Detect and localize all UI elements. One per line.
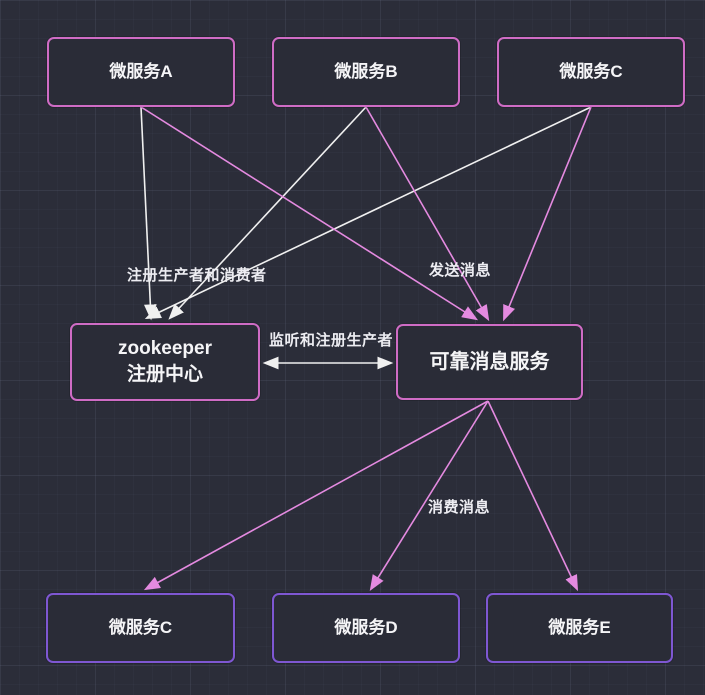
- node-zookeeper[interactable]: zookeeper 注册中心: [70, 323, 260, 401]
- node-svc-d[interactable]: 微服务D: [272, 593, 460, 663]
- label-consume: 消费消息: [428, 499, 491, 516]
- node-svc-c-bottom[interactable]: 微服务C: [46, 593, 235, 663]
- node-svc-c-top[interactable]: 微服务C: [497, 37, 685, 107]
- node-svc-a[interactable]: 微服务A: [47, 37, 235, 107]
- label-register: 注册生产者和消费者: [127, 267, 267, 284]
- node-reliable-msg[interactable]: 可靠消息服务: [396, 324, 583, 400]
- edge-svc-c-to-zookeeper[interactable]: [144, 106, 592, 320]
- edge-reliable-to-svc-d[interactable]: [369, 400, 489, 592]
- label-listen: 监听和注册生产者: [269, 332, 394, 349]
- edge-reliable-to-svc-e[interactable]: [487, 400, 579, 592]
- edge-reliable-to-svc-c[interactable]: [143, 400, 489, 591]
- node-svc-e[interactable]: 微服务E: [486, 593, 673, 663]
- edge-svc-a-to-zookeeper[interactable]: [140, 106, 157, 321]
- edge-svc-b-to-reliable[interactable]: [365, 106, 490, 322]
- edge-svc-c-to-reliable[interactable]: [503, 106, 592, 322]
- node-svc-b[interactable]: 微服务B: [272, 37, 460, 107]
- edge-svc-a-to-reliable[interactable]: [140, 106, 479, 321]
- edge-svc-b-to-zookeeper[interactable]: [168, 106, 367, 320]
- label-send: 发送消息: [429, 262, 492, 279]
